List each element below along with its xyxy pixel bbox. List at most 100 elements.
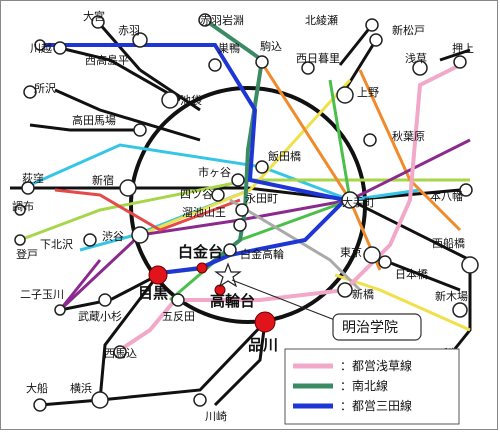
station-marker-sugamo[interactable] — [208, 58, 222, 72]
label-ofuna: 大船 — [26, 381, 48, 395]
label-ogikubo: 荻窪 — [22, 171, 44, 185]
station-marker-ikebukuro[interactable] — [161, 91, 179, 109]
label-otemachi: 大手町 — [342, 195, 375, 209]
label-shirokanetakanawa: 白金高輪 — [240, 247, 284, 261]
station-marker-noborito[interactable] — [14, 234, 26, 246]
station-marker-shibuya[interactable] — [131, 226, 149, 244]
station-marker-oshiage[interactable] — [453, 55, 467, 69]
line-black-akabane — [139, 68, 201, 112]
legend: ：都営浅草線 ：南北線 ：都営三田線 — [284, 348, 460, 425]
station-marker-meguro[interactable] — [148, 265, 168, 285]
label-sugamo: 巣鴨 — [218, 41, 240, 55]
station-marker-kitaayase[interactable] — [365, 18, 379, 32]
station-marker-shinjuku[interactable] — [119, 179, 137, 197]
label-kawagoe: 川越 — [30, 41, 52, 55]
label-nagatacho: 永田町 — [245, 191, 278, 205]
station-marker-ichigaya[interactable] — [231, 173, 245, 187]
station-marker-shinagawa[interactable] — [254, 311, 276, 333]
station-marker-nishifunabashi[interactable] — [461, 256, 479, 274]
station-marker-yokohama[interactable] — [91, 391, 109, 409]
line-black-takadanobaba — [29, 123, 140, 132]
label-shinagawa: 品川 — [248, 336, 278, 354]
station-markers — [14, 13, 479, 412]
station-marker-shinmatsudo[interactable] — [369, 33, 383, 47]
label-chofu: 調布 — [12, 199, 34, 213]
station-marker-nishitakashimadaira[interactable] — [34, 39, 46, 51]
label-akabaneiwabuchi: 赤羽岩淵 — [200, 13, 244, 27]
station-marker-nagatacho[interactable] — [235, 203, 249, 217]
label-oshiage: 押上 — [452, 41, 474, 55]
station-marker-asakusa[interactable] — [412, 60, 428, 76]
station-marker-kawasaki[interactable] — [193, 393, 207, 407]
label-asakusa: 浅草 — [405, 52, 427, 65]
label-yokohama: 横浜 — [70, 381, 92, 395]
station-marker-akabaneiwabuchi[interactable] — [198, 13, 212, 27]
label-akihabara: 秋葉原 — [392, 129, 425, 143]
star-icon — [214, 262, 242, 288]
legend-label-mita: ：都営三田線 — [340, 398, 412, 413]
label-shinbashi: 新橋 — [352, 287, 374, 301]
station-marker-musashikosugi[interactable] — [98, 293, 112, 307]
line-namboku — [159, 18, 265, 275]
line-black-tokaido — [213, 321, 267, 407]
label-shinmatsudo: 新松戸 — [392, 23, 425, 37]
station-marker-shimokitazawa[interactable] — [83, 233, 97, 247]
label-tokyo: 東京 — [340, 245, 362, 259]
station-marker-nishinippori[interactable] — [301, 61, 315, 75]
station-marker-shirokanetakanawa[interactable] — [223, 243, 237, 257]
station-marker-gotanda[interactable] — [171, 293, 185, 307]
station-marker-tokorozawa[interactable] — [23, 85, 37, 99]
station-marker-akabane[interactable] — [132, 32, 148, 48]
line-black-keihin — [39, 320, 267, 407]
station-marker-kawagoe[interactable] — [53, 41, 67, 55]
label-nishitakashimadaira: 西高島平 — [85, 53, 129, 67]
station-marker-takadanobaba[interactable] — [133, 123, 147, 137]
station-marker-motoyawata[interactable] — [459, 183, 473, 197]
station-marker-ueno[interactable] — [336, 86, 354, 104]
label-tameikesanno: 溜池山王 — [182, 205, 226, 219]
label-shinjuku: 新宿 — [92, 173, 114, 187]
line-red — [54, 188, 241, 232]
line-purple-2 — [58, 259, 102, 311]
station-marker-komagome[interactable] — [255, 55, 269, 69]
line-black-soubu — [349, 198, 472, 356]
label-ueno: 上野 — [357, 86, 379, 99]
station-marker-tokyo[interactable] — [363, 246, 381, 264]
label-omiya: 大宮 — [83, 9, 105, 23]
station-marker-chofu[interactable] — [14, 204, 26, 216]
station-marker-nihonbashi[interactable] — [378, 255, 392, 269]
station-marker-shirokanedai[interactable] — [196, 262, 208, 274]
label-shirokanedai: 白金台 — [178, 243, 223, 261]
station-marker-ogikubo[interactable] — [21, 181, 35, 195]
label-nihonbashi: 日本橋 — [395, 267, 428, 281]
line-black-kawagoe — [59, 46, 181, 102]
station-marker-yotsuya[interactable] — [211, 188, 225, 202]
label-noborito: 登戸 — [16, 247, 38, 261]
station-marker-otemachi[interactable] — [341, 191, 359, 209]
callout-leader-line — [231, 279, 341, 323]
line-yellow — [139, 78, 352, 237]
callout-box: 明治学院 — [332, 313, 422, 341]
label-shibuya: 渋谷 — [102, 230, 124, 243]
station-marker-futakotamagawa[interactable] — [54, 304, 66, 316]
station-marker-ofuna[interactable] — [33, 398, 47, 412]
station-marker-iidabashi[interactable] — [255, 160, 269, 174]
line-black-meguro-south — [98, 274, 160, 401]
label-tokorozawa: 所沢 — [34, 81, 56, 95]
highlight-stations — [148, 262, 276, 333]
line-black-oshiage — [439, 48, 471, 62]
line-black-tokorozawa — [54, 88, 201, 142]
station-marker-akihabara[interactable] — [363, 133, 377, 147]
label-motoyawata: 本八幡 — [430, 189, 463, 203]
station-marker-omiya[interactable] — [91, 15, 105, 29]
line-gray — [229, 198, 362, 292]
label-takadanobaba: 高田馬場 — [72, 113, 116, 127]
label-futakotamagawa: 二子玉川 — [20, 288, 64, 301]
station-marker-shinkiba[interactable] — [452, 302, 468, 318]
station-marker-nishimagome[interactable] — [113, 345, 127, 359]
station-marker-shinbashi[interactable] — [337, 282, 353, 298]
station-marker-tameikesanno[interactable] — [233, 218, 247, 232]
label-shinkiba: 新木場 — [435, 289, 468, 303]
label-ichigaya: 市ヶ谷 — [198, 165, 231, 179]
